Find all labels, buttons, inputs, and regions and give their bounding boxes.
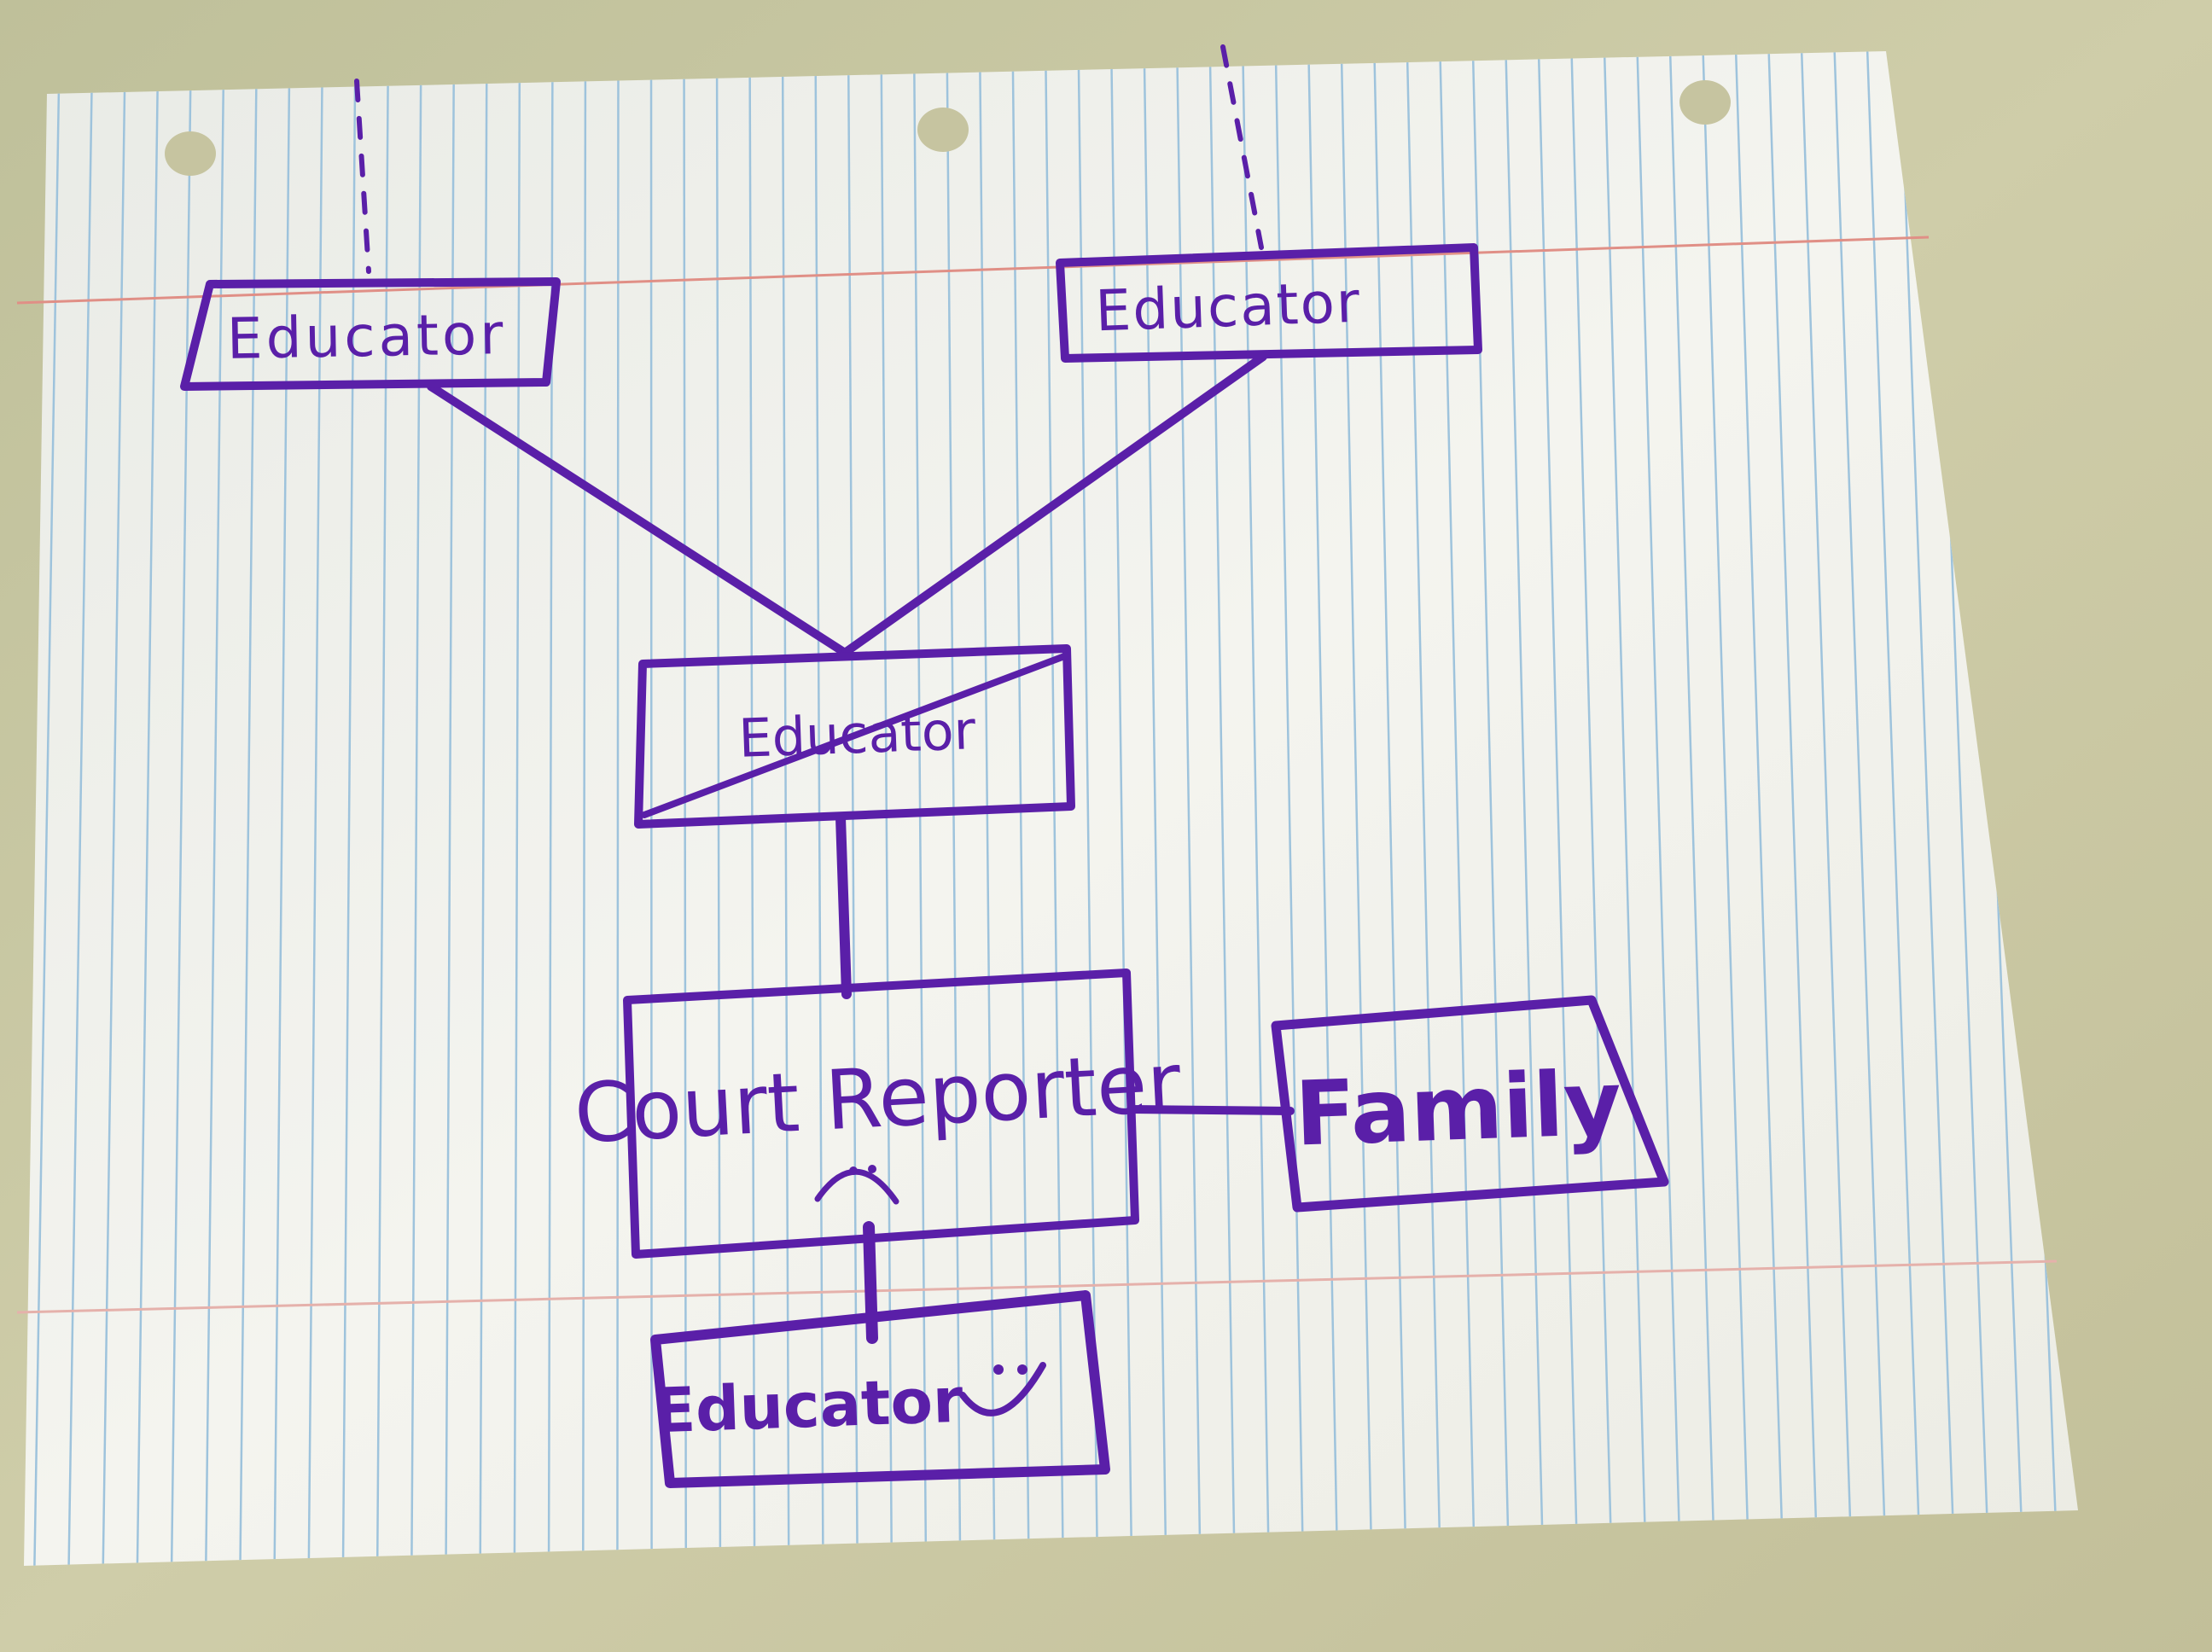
rule-line xyxy=(204,51,225,1566)
diagram-ink xyxy=(180,44,1669,1488)
edge-educator-middle-to-court-reporter xyxy=(835,812,852,999)
node-court-reporter-box xyxy=(623,969,1139,1259)
rule-line xyxy=(814,51,824,1566)
node-family-label: Family xyxy=(1293,1050,1623,1166)
node-educator-middle-box xyxy=(634,644,1075,829)
rule-line xyxy=(170,51,193,1566)
rule-line xyxy=(1832,51,1889,1566)
rule-line xyxy=(1372,51,1408,1566)
rule-line xyxy=(616,51,620,1566)
rule-line xyxy=(479,51,488,1566)
rule-line xyxy=(1175,51,1202,1566)
rule-line xyxy=(410,51,422,1566)
rule-line xyxy=(1635,51,1682,1566)
rule-line xyxy=(1603,51,1648,1566)
sad-face-icon xyxy=(814,1165,899,1205)
rule-line xyxy=(1866,51,1923,1566)
node-educator-top-right-box xyxy=(1056,243,1482,363)
binder-hole-left xyxy=(165,131,216,176)
rule-line xyxy=(1898,51,1957,1566)
edge-educator-top-right-to-educator-middle xyxy=(841,352,1267,657)
margin-line-top xyxy=(16,236,1930,305)
node-educator-bottom-box xyxy=(650,1290,1110,1488)
rule-line xyxy=(1800,51,1854,1566)
rule-line xyxy=(341,51,357,1566)
node-educator-top-right-label: Educator xyxy=(1094,270,1362,345)
rule-line xyxy=(445,51,456,1566)
rule-line xyxy=(683,51,688,1566)
binder-hole-middle xyxy=(917,108,969,152)
rule-line xyxy=(1109,51,1133,1566)
edge-above-to-educator-top-right xyxy=(1220,44,1264,250)
edge-educator-top-left-to-educator-middle xyxy=(427,382,849,657)
rule-line xyxy=(1438,51,1476,1566)
node-educator-middle-label: Educator xyxy=(737,699,977,770)
node-educator-middle-strike xyxy=(641,652,1070,818)
rule-line xyxy=(513,51,521,1566)
binder-hole-right xyxy=(1679,80,1731,125)
margin-line-bottom xyxy=(16,1259,2058,1314)
rule-line xyxy=(1340,51,1374,1566)
rule-line xyxy=(32,51,61,1566)
node-educator-bottom-label: Educator xyxy=(652,1364,964,1447)
paper-rule-lines xyxy=(32,51,2060,1566)
rule-line xyxy=(847,51,859,1566)
rule-line xyxy=(67,51,94,1566)
rule-line xyxy=(102,51,127,1566)
rule-line xyxy=(136,51,160,1566)
rule-line xyxy=(1537,51,1580,1566)
edge-above-to-educator-top-left xyxy=(354,79,371,274)
rule-line xyxy=(1406,51,1442,1566)
rule-line xyxy=(1734,51,1785,1566)
smiley-face-icon xyxy=(959,1362,1046,1416)
rule-line xyxy=(238,51,259,1566)
rule-line xyxy=(1569,51,1614,1566)
rule-line xyxy=(1307,51,1339,1566)
rule-line xyxy=(1241,51,1271,1566)
rule-line xyxy=(1767,51,1819,1566)
rule-line xyxy=(1701,51,1751,1566)
rule-line xyxy=(1668,51,1717,1566)
node-educator-top-left-label: Educator xyxy=(226,301,507,372)
rule-line xyxy=(1208,51,1237,1566)
rule-line xyxy=(1143,51,1167,1566)
rule-line xyxy=(1274,51,1305,1566)
rule-line xyxy=(581,51,587,1566)
edge-court-reporter-to-family xyxy=(1126,1105,1295,1115)
node-educator-top-left-box xyxy=(180,277,561,391)
rule-line xyxy=(1077,51,1099,1566)
rule-line xyxy=(1504,51,1545,1566)
node-family-box xyxy=(1271,995,1669,1213)
rule-line xyxy=(375,51,390,1566)
